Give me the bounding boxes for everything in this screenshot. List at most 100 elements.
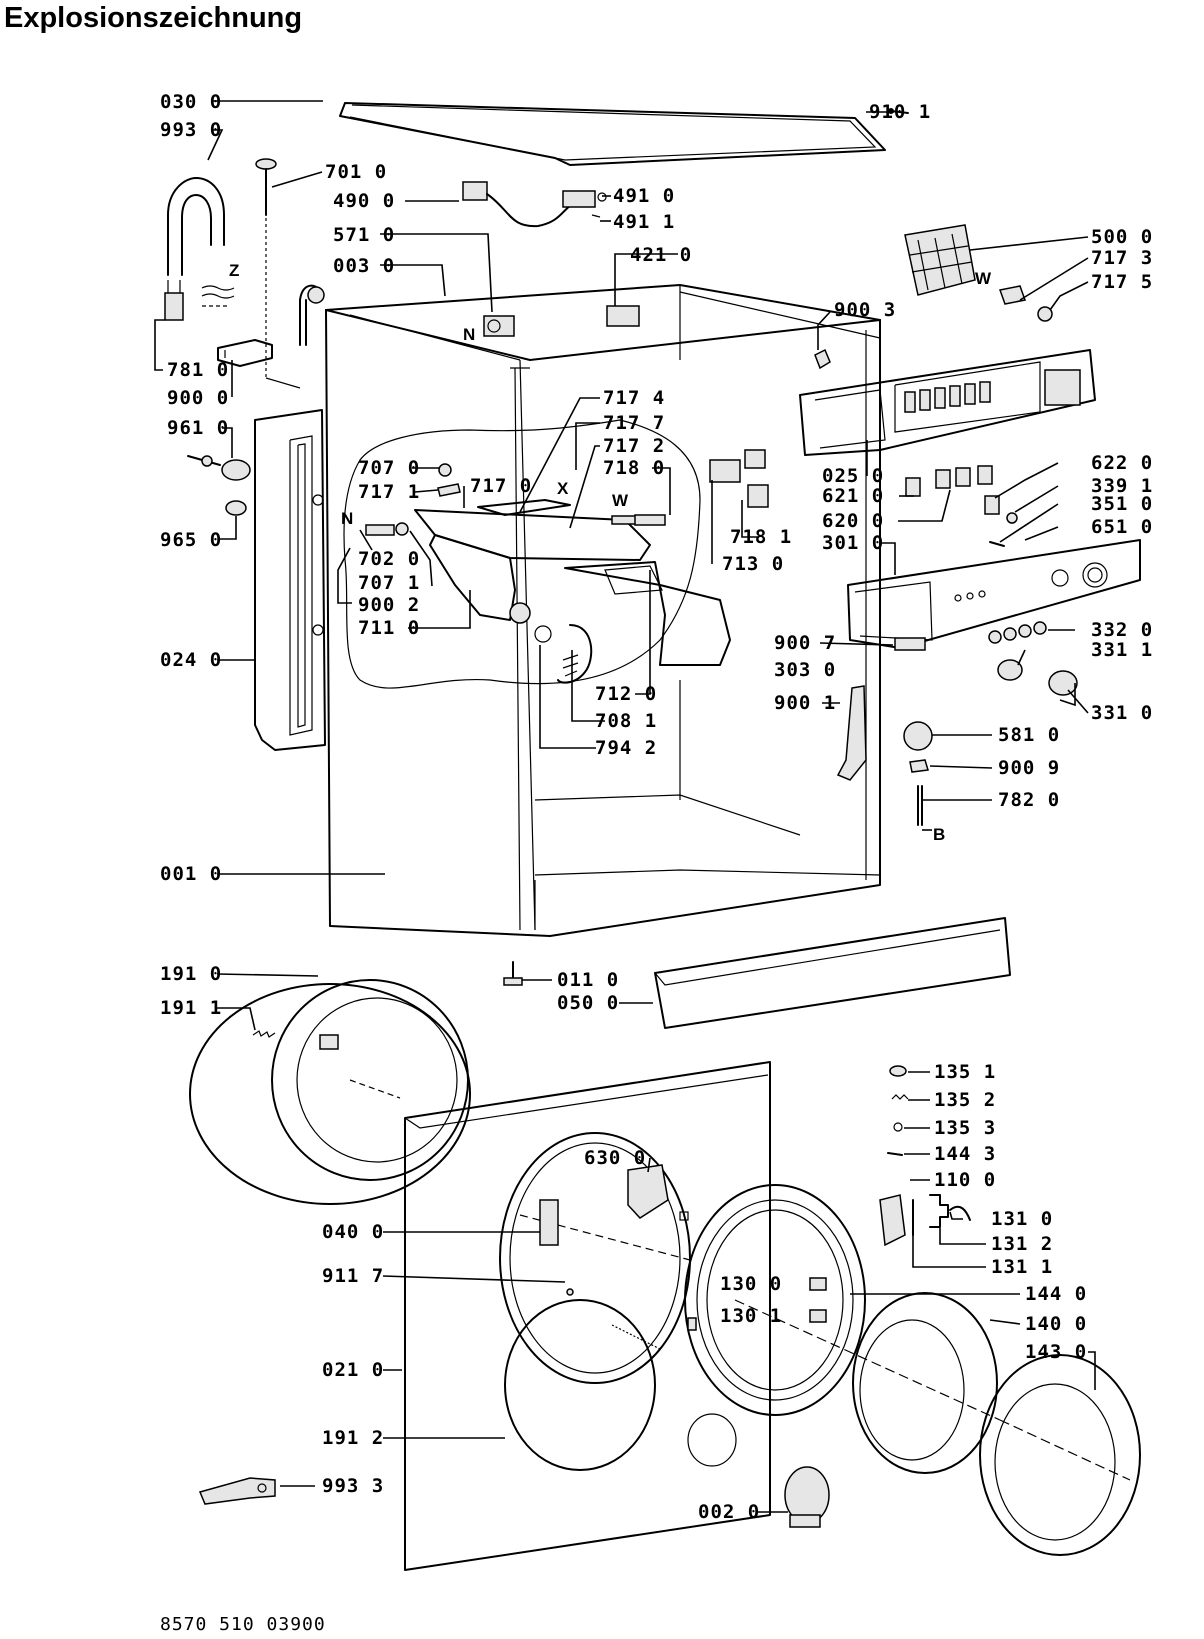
part-label-571-0: 571 0 <box>333 224 396 246</box>
part-label-717-7: 717 7 <box>603 412 666 434</box>
valve-718-part <box>634 449 769 526</box>
part-label-130-1: 130 1 <box>720 1305 783 1327</box>
hose-assembly-part <box>164 177 235 321</box>
tag-x: X <box>557 479 569 498</box>
part-label-651-0: 651 0 <box>1091 516 1154 538</box>
part-label-621-0: 621 0 <box>822 485 885 507</box>
detail-outline <box>343 419 701 689</box>
part-label-003-0: 003 0 <box>333 255 396 277</box>
front-control-panel-part <box>847 539 1141 649</box>
tag-n-top: N <box>463 325 476 344</box>
rod-701-part <box>255 158 301 389</box>
part-label-491-0: 491 0 <box>613 185 676 207</box>
part-label-794-2: 794 2 <box>595 737 658 759</box>
part-label-490-0: 490 0 <box>333 190 396 212</box>
selector-switches-part <box>905 465 1018 547</box>
part-label-900-9: 900 9 <box>998 757 1061 779</box>
part-label-191-2: 191 2 <box>322 1427 385 1449</box>
part-label-781-0: 781 0 <box>167 359 230 381</box>
top-cover-part <box>339 102 886 166</box>
part-label-421-0: 421 0 <box>630 244 693 266</box>
pressure-switch-part <box>903 721 933 826</box>
part-label-144-0: 144 0 <box>1025 1283 1088 1305</box>
part-label-011-0: 011 0 <box>557 969 620 991</box>
part-label-707-1: 707 1 <box>358 572 421 594</box>
adjustable-foot-part <box>503 961 523 986</box>
part-label-717-4: 717 4 <box>603 387 666 409</box>
tool-part <box>198 1477 276 1505</box>
part-label-021-0: 021 0 <box>322 1359 385 1381</box>
knobs-part <box>988 621 1078 696</box>
tag-w-mid: W <box>612 491 629 510</box>
part-label-717-1: 717 1 <box>358 481 421 503</box>
part-label-622-0: 622 0 <box>1091 452 1154 474</box>
part-label-900-2: 900 2 <box>358 594 421 616</box>
door-glass-part <box>734 1292 1001 1474</box>
part-label-131-1: 131 1 <box>991 1256 1054 1278</box>
part-label-135-3: 135 3 <box>934 1117 997 1139</box>
part-label-135-1: 135 1 <box>934 1061 997 1083</box>
part-label-707-0: 707 0 <box>358 457 421 479</box>
part-label-900-0: 900 0 <box>167 387 230 409</box>
part-label-900-3: 900 3 <box>834 299 897 321</box>
part-label-491-1: 491 1 <box>613 211 676 233</box>
part-label-717-0: 717 0 <box>470 475 533 497</box>
filter-421-part <box>606 305 640 327</box>
filter-571-part <box>483 315 515 337</box>
control-panel-frame-part <box>799 349 1096 456</box>
part-label-131-0: 131 0 <box>991 1208 1054 1230</box>
outer-door-ring-part <box>979 1354 1141 1556</box>
part-label-191-0: 191 0 <box>160 963 223 985</box>
part-label-024-0: 024 0 <box>160 649 223 671</box>
part-label-001-0: 001 0 <box>160 863 223 885</box>
part-label-718-1: 718 1 <box>730 526 793 548</box>
part-label-702-0: 702 0 <box>358 548 421 570</box>
part-label-581-0: 581 0 <box>998 724 1061 746</box>
kick-plate-part <box>654 917 1011 1029</box>
tag-z: Z <box>229 261 240 280</box>
hose-clip-900-1-part <box>836 685 867 781</box>
part-label-191-1: 191 1 <box>160 997 223 1019</box>
part-label-332-0: 332 0 <box>1091 619 1154 641</box>
part-label-025-0: 025 0 <box>822 465 885 487</box>
service-flap-part <box>784 1466 830 1528</box>
part-label-135-2: 135 2 <box>934 1089 997 1111</box>
clamp-spring-part <box>252 1030 276 1038</box>
electronic-module-part <box>904 224 1053 322</box>
part-label-911-7: 911 7 <box>322 1265 385 1287</box>
inner-door-ring-part <box>684 1184 866 1416</box>
part-label-713-0: 713 0 <box>722 553 785 575</box>
part-label-900-1: 900 1 <box>774 692 837 714</box>
part-label-500-0: 500 0 <box>1091 226 1154 248</box>
tag-n-mid: N <box>341 509 354 528</box>
part-label-910-1: 910 1 <box>869 101 932 123</box>
detergent-dispenser-part <box>414 499 731 684</box>
part-label-144-3: 144 3 <box>934 1143 997 1165</box>
part-label-712-0: 712 0 <box>595 683 658 705</box>
part-label-900-7: 900 7 <box>774 632 837 654</box>
door-spring-part <box>187 455 251 516</box>
part-label-718-0: 718 0 <box>603 457 666 479</box>
part-label-040-0: 040 0 <box>322 1221 385 1243</box>
part-label-711-0: 711 0 <box>358 617 421 639</box>
part-label-303-0: 303 0 <box>774 659 837 681</box>
part-label-993-3: 993 3 <box>322 1475 385 1497</box>
door-hinge-parts <box>879 1065 971 1247</box>
clip-900-3-part <box>814 348 831 370</box>
cabinet-body-part <box>325 284 881 937</box>
part-label-782-0: 782 0 <box>998 789 1061 811</box>
part-label-331-1: 331 1 <box>1091 639 1154 661</box>
part-label-961-0: 961 0 <box>167 417 230 439</box>
part-label-708-1: 708 1 <box>595 710 658 732</box>
part-label-130-0: 130 0 <box>720 1273 783 1295</box>
part-label-965-0: 965 0 <box>160 529 223 551</box>
part-label-620-0: 620 0 <box>822 510 885 532</box>
part-label-002-0: 002 0 <box>698 1501 761 1523</box>
part-label-717-5: 717 5 <box>1091 271 1154 293</box>
bracket-900-0-part <box>217 339 273 367</box>
part-label-339-1: 339 1 <box>1091 475 1154 497</box>
front-panel-part <box>404 1061 771 1571</box>
part-label-701-0: 701 0 <box>325 161 388 183</box>
light-900-7-part <box>894 637 926 651</box>
